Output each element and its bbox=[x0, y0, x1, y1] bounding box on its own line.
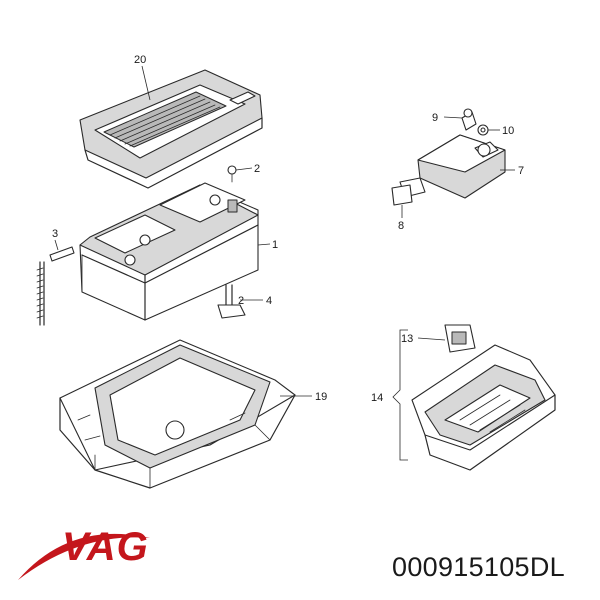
callout-3: 3 bbox=[52, 228, 58, 240]
part-number: 000915105DL bbox=[392, 552, 565, 582]
callout-8: 8 bbox=[398, 220, 404, 232]
stud-3 bbox=[36, 246, 75, 326]
callout-labels: 20 2 1 3 2 4 19 9 10 7 8 13 14 bbox=[52, 54, 524, 404]
vag-logo: VAG bbox=[18, 525, 150, 580]
battery-cover bbox=[79, 69, 263, 189]
sensor-assembly bbox=[391, 108, 506, 206]
clamp-4 bbox=[217, 284, 246, 319]
callout-2-bottom: 2 bbox=[238, 295, 244, 307]
battery-tray bbox=[59, 339, 296, 489]
callout-9: 9 bbox=[432, 112, 438, 124]
callout-7: 7 bbox=[518, 165, 524, 177]
screw-2 bbox=[227, 165, 237, 183]
brand-name: VAG bbox=[62, 525, 149, 569]
callout-10: 10 bbox=[502, 125, 514, 137]
callout-20: 20 bbox=[134, 54, 146, 66]
fuse-box bbox=[411, 324, 556, 471]
callout-19: 19 bbox=[315, 391, 327, 403]
leader-lines bbox=[54, 65, 515, 461]
battery bbox=[79, 182, 259, 321]
callout-2-top: 2 bbox=[254, 163, 260, 175]
callout-14: 14 bbox=[371, 392, 383, 404]
callout-1: 1 bbox=[272, 239, 278, 251]
callout-13: 13 bbox=[401, 333, 413, 345]
callout-4: 4 bbox=[266, 295, 272, 307]
logo-swoosh-icon bbox=[18, 533, 150, 580]
